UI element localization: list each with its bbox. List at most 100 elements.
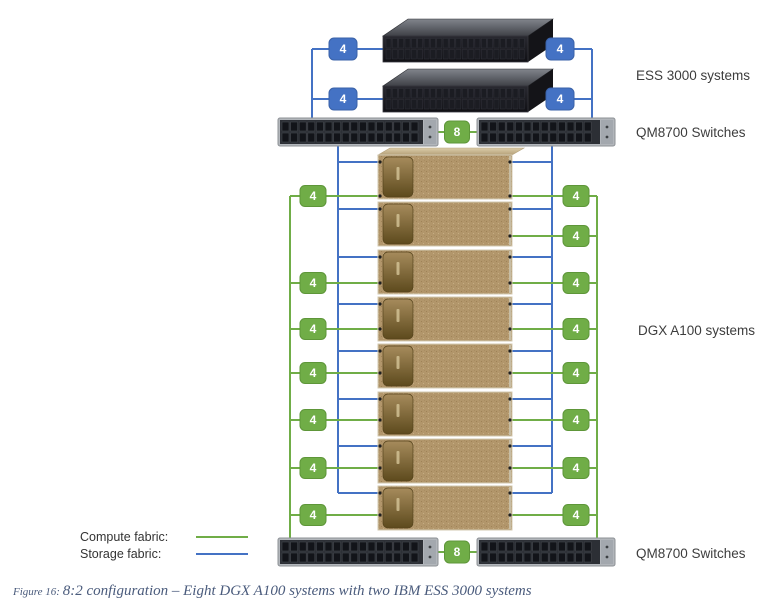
switch-port — [333, 552, 341, 563]
dgx-bezel-slit — [396, 451, 400, 464]
ess-drive-slot — [404, 49, 411, 60]
ess-drive-slot — [398, 99, 404, 110]
switch-port — [566, 132, 575, 143]
connector-dot — [378, 302, 382, 306]
compute-count-badge-dgx4-left: 4 — [299, 318, 327, 340]
ess-drive-slot — [493, 88, 500, 99]
ess-top-face — [382, 18, 554, 37]
ess-drive-slot — [404, 88, 411, 99]
switch-port — [410, 121, 419, 132]
switch-port — [506, 121, 515, 132]
ess-drive-slot — [455, 49, 462, 60]
connector-dot — [508, 194, 512, 198]
ess-drive-slot — [411, 49, 417, 60]
ess-drive-slot — [468, 88, 474, 99]
switch-port — [290, 132, 298, 143]
legend: Compute fabric: Storage fabric: — [80, 528, 248, 562]
switch-port — [307, 552, 316, 563]
connector-dot — [508, 466, 512, 470]
ess-drive-slot — [392, 88, 398, 99]
ess-drive-slot — [385, 99, 392, 110]
connector-dot — [508, 327, 512, 331]
compute-count-badge-dgx1-left-count: 4 — [310, 189, 317, 203]
compute-count-badge-dgx7-right: 4 — [562, 457, 590, 479]
ess-drive-slot — [481, 88, 487, 99]
compute-count-badge-isl-top-count: 8 — [454, 125, 461, 139]
compute-count-badge-dgx6-left: 4 — [299, 409, 327, 431]
ess-drive-slot — [436, 99, 443, 110]
ess-drive-slot — [500, 38, 506, 49]
switch-port — [376, 541, 384, 552]
switch-port — [575, 132, 583, 143]
switch-port — [298, 132, 307, 143]
qm8700-switch-bottom-right — [476, 537, 616, 567]
ess-drive-slot — [430, 38, 436, 49]
ess-drive-slot — [461, 38, 468, 49]
connector-dot — [378, 194, 382, 198]
dgx-bezel-slit — [396, 309, 400, 322]
switch-port — [532, 552, 540, 563]
ess-drive-slot — [461, 88, 468, 99]
ess-drive-slot — [430, 49, 436, 60]
switch-port — [393, 541, 402, 552]
switch-port — [489, 121, 497, 132]
ess-front-face — [382, 35, 529, 63]
switch-port — [558, 552, 566, 563]
ess-drive-slot — [468, 99, 474, 110]
qm8700-switch-top-left — [277, 117, 439, 147]
ess-drive-slot — [500, 49, 506, 60]
switch-port — [316, 552, 324, 563]
ess-drive-slot — [442, 88, 449, 99]
ess-drive-slot — [385, 49, 392, 60]
switch-port — [324, 541, 333, 552]
storage-count-badge-ess2-left: 4 — [328, 87, 358, 111]
switch-port — [497, 132, 506, 143]
dgx-edge-highlight — [509, 393, 511, 435]
switch-port — [402, 132, 410, 143]
dgx-edge-highlight — [509, 251, 511, 293]
ess-drive-slot — [500, 88, 506, 99]
ess-side-face — [528, 69, 553, 112]
compute-count-badge-dgx7-right-box — [562, 457, 590, 479]
end-cap-dot — [428, 135, 432, 139]
switch-port — [316, 541, 324, 552]
switch-port — [324, 121, 333, 132]
switch-port — [549, 132, 558, 143]
switch-port — [402, 552, 410, 563]
switch-port — [497, 541, 506, 552]
switch-port — [497, 121, 506, 132]
compute-count-badge-dgx4-right: 4 — [562, 318, 590, 340]
compute-count-badge-dgx6-right-box — [562, 409, 590, 431]
switch-port — [532, 132, 540, 143]
connector-dot — [378, 349, 382, 353]
connector-dot — [378, 397, 382, 401]
ess-drive-slot — [461, 49, 468, 60]
ess-drive-slot — [423, 38, 430, 49]
label-dgx-a100-systems: DGX A100 systems — [638, 323, 756, 338]
dgx-bezel-slit — [396, 356, 400, 369]
switch-port — [583, 121, 592, 132]
connector-dot — [508, 234, 512, 238]
compute-count-badge-dgx1-left-box — [299, 185, 327, 207]
ess-drive-slot — [487, 99, 493, 110]
qm8700-switch-bottom-left-end-cap — [424, 540, 436, 564]
switch-port — [540, 121, 549, 132]
ess-drive-slot — [449, 38, 455, 49]
ess-drive-slot — [506, 99, 512, 110]
switch-port — [558, 121, 566, 132]
compute-count-badge-dgx1-right-count: 4 — [573, 189, 580, 203]
switch-port — [575, 541, 583, 552]
switch-port — [341, 552, 350, 563]
switch-port — [324, 552, 333, 563]
dgx-a100-unit-8 — [377, 485, 513, 531]
storage-count-badge-ess2-left-box — [328, 87, 358, 111]
ess-drive-slot — [411, 88, 417, 99]
connector-dot — [378, 281, 382, 285]
switch-port — [376, 121, 384, 132]
switch-port — [359, 132, 367, 143]
connector-dot — [508, 371, 512, 375]
switch-port — [480, 132, 489, 143]
compute-count-badge-dgx1-left: 4 — [299, 185, 327, 207]
qm8700-switch-bottom-right-end-cap — [601, 540, 613, 564]
switch-port — [341, 132, 350, 143]
